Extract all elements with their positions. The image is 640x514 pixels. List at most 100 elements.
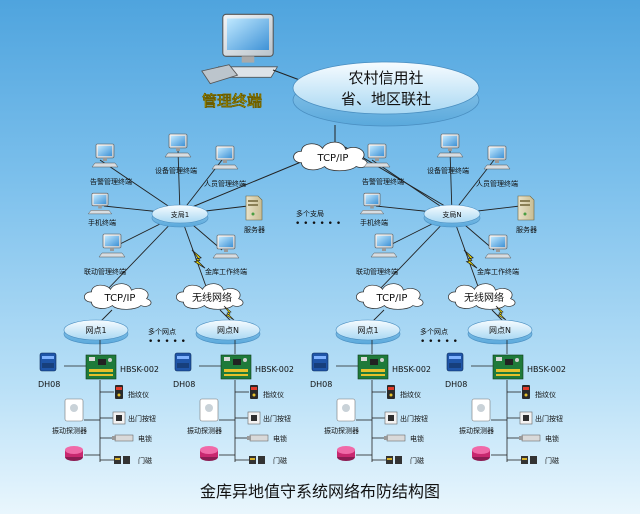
vibration-detector-icon (199, 398, 219, 422)
tcpip-cloud-label: TCP/IP (376, 293, 408, 304)
electric-lock-label: 电锁 (138, 434, 152, 443)
dh08-icon (446, 352, 464, 372)
alarm-terminal-label: 告警管理终端 (362, 177, 404, 186)
many-nodes-dots: • • • • • (148, 337, 186, 347)
many-nodes-label: 多个网点 (148, 327, 176, 336)
personnel-terminal-icon (211, 145, 239, 170)
exit-button-icon (519, 411, 533, 425)
hbsk-label: HBSK-002 (255, 365, 294, 374)
personnel-terminal-label: 人员管理终端 (204, 179, 246, 188)
many-branches-label: 多个支局 (296, 209, 324, 218)
personnel-terminal-label: 人员管理终端 (476, 179, 518, 188)
vault-terminal-icon (212, 234, 240, 259)
door-sensor-label: 门磁 (273, 456, 287, 465)
hq-label-line1: 农村信用社 (348, 69, 423, 87)
node-n-label: 网点N (489, 326, 511, 335)
dh08-icon (39, 352, 57, 372)
mobile-terminal-label: 手机终端 (88, 218, 116, 227)
exit-button-icon (384, 411, 398, 425)
alarm-terminal-icon (91, 143, 119, 168)
door-sensor-icon (249, 456, 265, 464)
device-terminal-icon (436, 133, 464, 158)
dh08-label: DH08 (38, 380, 60, 389)
hbsk-label: HBSK-002 (527, 365, 566, 374)
siren-icon (65, 446, 83, 461)
fingerprint-label: 指纹仪 (263, 390, 284, 399)
wireless-cloud-label: 无线网络 (464, 291, 504, 304)
exit-button-label: 出门按钮 (535, 414, 563, 423)
electric-lock-icon (518, 434, 541, 442)
management-terminal-label: 管理终端 (202, 92, 262, 110)
personnel-terminal-icon (483, 145, 511, 170)
many-nodes-label: 多个网点 (420, 327, 448, 336)
node-n (467, 319, 533, 341)
vibration-detector-icon (336, 398, 356, 422)
server-label: 服务器 (244, 225, 265, 234)
mobile-terminal-label: 手机终端 (360, 218, 388, 227)
tcpip-top-label: TCP/IP (317, 153, 349, 164)
fingerprint-icon (115, 385, 123, 399)
device-terminal-icon (164, 133, 192, 158)
alarm-terminal-label: 告警管理终端 (90, 177, 132, 186)
node-n-label: 网点N (217, 326, 239, 335)
alarm-terminal-icon (363, 143, 391, 168)
server-label: 服务器 (516, 225, 537, 234)
management-terminal-icon (201, 13, 279, 85)
dh08-label: DH08 (173, 380, 195, 389)
vibration-detector-label: 振动探测器 (324, 426, 359, 435)
hbsk-label: HBSK-002 (392, 365, 431, 374)
hbsk-board-icon (220, 354, 252, 380)
node-1-label: 网点1 (357, 326, 378, 335)
siren-icon (200, 446, 218, 461)
branch-hub (151, 204, 209, 224)
vibration-detector-label: 振动探测器 (459, 426, 494, 435)
vibration-detector-label: 振动探测器 (52, 426, 87, 435)
branch-hub-label: 支局N (442, 210, 461, 219)
node-1 (63, 319, 129, 341)
branch-hub-label: 支局1 (171, 210, 189, 219)
door-sensor-icon (386, 456, 402, 464)
dh08-label: DH08 (445, 380, 467, 389)
vibration-detector-icon (64, 398, 84, 422)
many-nodes-dots: • • • • • (420, 337, 458, 347)
fingerprint-icon (522, 385, 530, 399)
fingerprint-icon (387, 385, 395, 399)
dh08-label: DH08 (310, 380, 332, 389)
hq-label-line2: 省、地区联社 (341, 90, 431, 108)
electric-lock-icon (246, 434, 269, 442)
fingerprint-icon (250, 385, 258, 399)
electric-lock-label: 电锁 (410, 434, 424, 443)
hbsk-board-icon (357, 354, 389, 380)
door-sensor-icon (521, 456, 537, 464)
hbsk-board-icon (492, 354, 524, 380)
vault-terminal-label: 金库工作终端 (477, 267, 519, 276)
siren-icon (337, 446, 355, 461)
branch-1: 告警管理终端设备管理终端人员管理终端手机终端服务器联动管理终端金库工作终端支局1… (38, 133, 294, 465)
server-icon (245, 195, 263, 221)
siren-icon (472, 446, 490, 461)
diagram-title: 金库异地值守系统网络布防结构图 (200, 482, 440, 501)
mobile-terminal-icon (359, 192, 385, 215)
fingerprint-label: 指纹仪 (400, 390, 421, 399)
exit-button-label: 出门按钮 (128, 414, 156, 423)
electric-lock-label: 电锁 (273, 434, 287, 443)
dh08-icon (311, 352, 329, 372)
vibration-detector-label: 振动探测器 (187, 426, 222, 435)
electric-lock-icon (111, 434, 134, 442)
linkage-terminal-label: 联动管理终端 (356, 267, 398, 276)
hq-disc (292, 61, 480, 127)
vibration-detector-icon (471, 398, 491, 422)
device-terminal-label: 设备管理终端 (427, 166, 469, 175)
tcpip-cloud-label: TCP/IP (104, 293, 136, 304)
node-1 (335, 319, 401, 341)
exit-button-label: 出门按钮 (400, 414, 428, 423)
hbsk-board-icon (85, 354, 117, 380)
node-n (195, 319, 261, 341)
door-sensor-label: 门磁 (545, 456, 559, 465)
many-branches-dots: • • • • • • (295, 219, 341, 229)
